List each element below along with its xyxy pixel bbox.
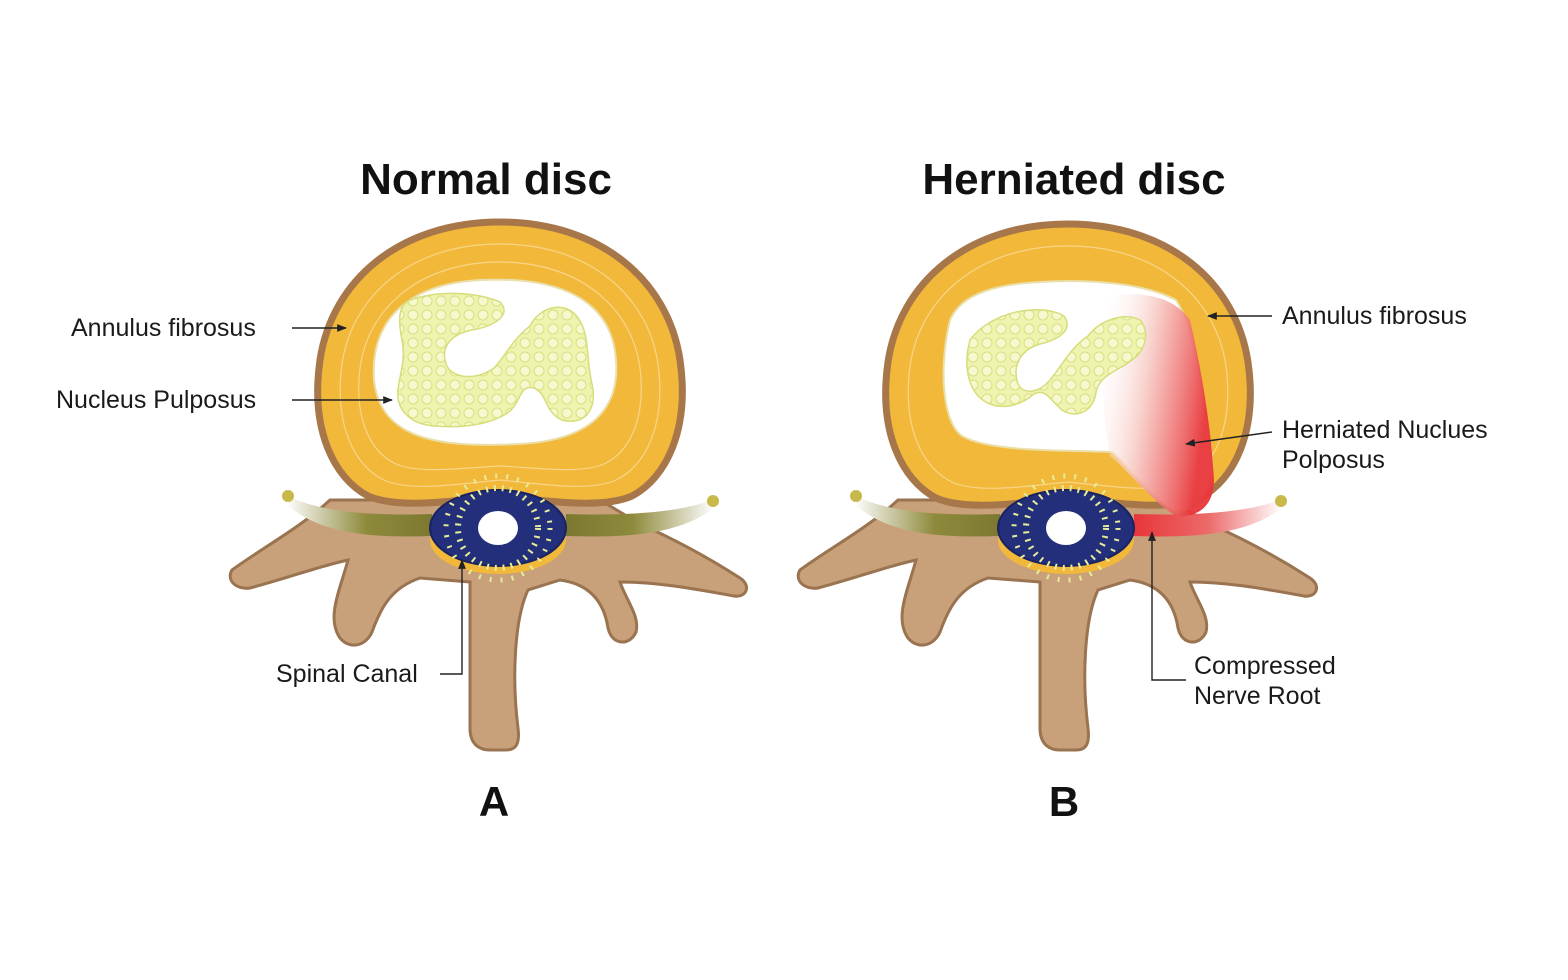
nerve-end-right-a	[707, 495, 719, 507]
nerve-end-right-b	[1275, 495, 1287, 507]
label-annulus-a: Annulus fibrosus	[71, 314, 256, 342]
nerve-root-left-a	[286, 496, 432, 537]
annulus-lamellae-a	[339, 243, 661, 487]
compressed-nerve-root-b	[1134, 500, 1282, 537]
nerve-root-right-a	[566, 500, 714, 537]
label-nucleus-a: Nucleus Pulposus	[56, 386, 256, 414]
panel-b: Herniated disc Annulus fibrosus Herni	[796, 155, 1488, 825]
leader-herniated-b	[1185, 431, 1273, 447]
nerve-end-left-b	[850, 490, 862, 502]
leader-compressed-b	[1148, 531, 1186, 681]
nucleus-pulposus-b	[966, 309, 1147, 415]
nerve-end-left-a	[282, 490, 294, 502]
panel-b-letter: B	[1049, 778, 1079, 825]
spinal-canal-b	[997, 473, 1135, 583]
label-compressed-line2: Nerve Root	[1194, 682, 1320, 710]
label-annulus-b: Annulus fibrosus	[1282, 302, 1467, 330]
vertebra-bone-a	[228, 498, 749, 752]
nucleus-pulposus-a	[397, 292, 595, 428]
spinal-canal-a	[429, 473, 567, 583]
panel-a: Normal disc Annulus fibrosus Nucl	[56, 155, 749, 825]
label-herniated-line1: Herniated Nuclues	[1282, 416, 1488, 444]
panel-b-title: Herniated disc	[922, 155, 1225, 204]
vertebra-bone-b	[796, 498, 1319, 752]
leader-canal-a	[440, 559, 466, 675]
label-canal-a: Spinal Canal	[276, 660, 418, 688]
label-herniated-line2: Polposus	[1282, 446, 1385, 474]
annulus-lamellae-a2	[358, 261, 642, 471]
panel-a-title: Normal disc	[360, 155, 612, 204]
panel-a-letter: A	[479, 778, 509, 825]
nerve-root-left-b	[854, 496, 1000, 537]
annulus-lamellae-b	[907, 245, 1229, 489]
label-compressed-line1: Compressed	[1194, 652, 1336, 680]
